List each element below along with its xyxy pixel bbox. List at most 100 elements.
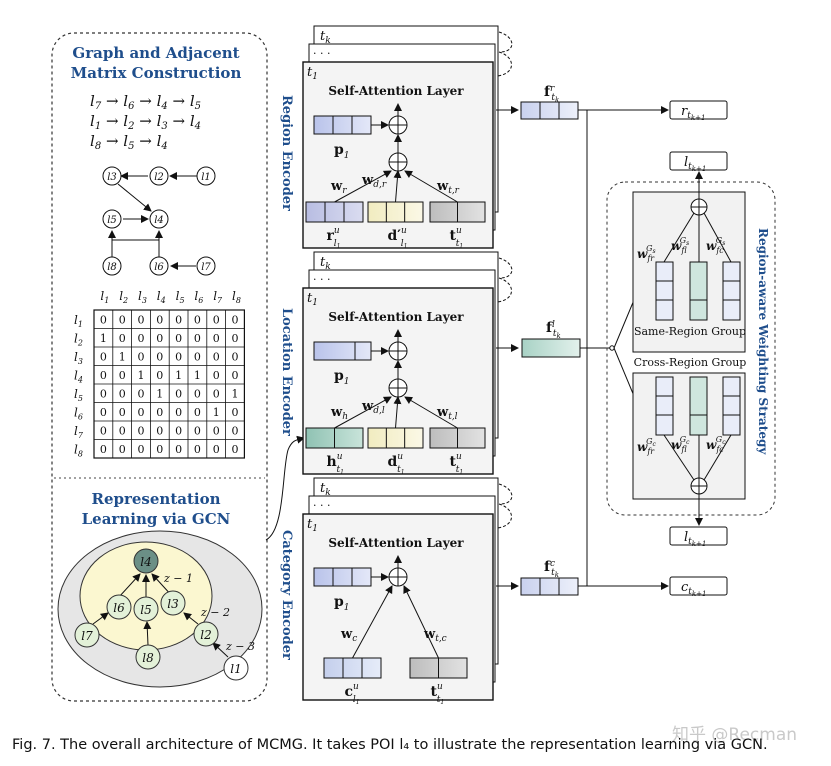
- sequence-3: l8 → l5 → l4: [90, 132, 168, 152]
- matrix-col-l7: l7: [213, 289, 223, 305]
- location-self-attention-title: Self-Attention Layer: [328, 310, 464, 324]
- region-self-attention-title: Self-Attention Layer: [328, 84, 464, 98]
- layer-label-z3: z − 3: [225, 640, 255, 653]
- node-l1: l1: [201, 172, 211, 183]
- matrix-cell: 0: [156, 425, 163, 438]
- matrix-col-l2: l2: [119, 289, 128, 305]
- matrix-cell: 0: [175, 388, 182, 401]
- stack-label-t1: t1: [307, 291, 318, 308]
- weighting-strategy-label: Region-aware Weighting Strategy: [756, 228, 770, 455]
- matrix-cell: 0: [232, 314, 239, 327]
- stack-label-t1: t1: [307, 65, 318, 82]
- gcn-node-l7: l7: [81, 629, 93, 643]
- matrix-cell: 0: [100, 406, 107, 419]
- node-l6: l6: [154, 262, 164, 273]
- node-l4: l4: [154, 215, 164, 226]
- matrix-cell: 0: [119, 443, 126, 456]
- matrix-row-l6: l6: [74, 406, 83, 422]
- matrix-cell: 0: [156, 406, 163, 419]
- matrix-cell: 0: [100, 351, 107, 364]
- matrix-cell: 0: [213, 425, 220, 438]
- matrix-cell: 0: [175, 425, 182, 438]
- matrix-cell: 0: [138, 388, 145, 401]
- matrix-cell: 0: [232, 425, 239, 438]
- matrix-cell: 0: [156, 351, 163, 364]
- matrix-cell: 0: [194, 351, 201, 364]
- w-fl-gs: wflGs: [671, 236, 689, 255]
- category-self-attention-title: Self-Attention Layer: [328, 536, 464, 550]
- matrix-cell: 0: [138, 314, 145, 327]
- matrix-cell: 0: [175, 351, 182, 364]
- matrix-cell: 1: [213, 406, 220, 419]
- gcn-node-l2: l2: [200, 628, 211, 642]
- matrix-cell: 0: [194, 332, 201, 345]
- matrix-cell: 1: [232, 388, 239, 401]
- matrix-cell: 0: [100, 425, 107, 438]
- poi-graph: l3 l2 l1 l5 l4 l8 l6 l7: [102, 166, 216, 276]
- matrix-cell: 0: [194, 406, 201, 419]
- matrix-cell: 0: [175, 314, 182, 327]
- matrix-cell: 0: [194, 314, 201, 327]
- node-l5: l5: [107, 215, 117, 226]
- matrix-cell: 0: [232, 443, 239, 456]
- matrix-cell: 0: [232, 332, 239, 345]
- stack-ellipsis: · · ·: [313, 273, 330, 286]
- matrix-cell: 0: [156, 332, 163, 345]
- matrix-col-l8: l8: [232, 289, 241, 305]
- matrix-cell: 0: [194, 425, 201, 438]
- sequence-1: l7 → l6 → l4 → l5: [90, 92, 201, 112]
- matrix-row-l4: l4: [74, 369, 83, 385]
- matrix-cell: 0: [213, 332, 220, 345]
- gcn-node-l3: l3: [167, 597, 179, 611]
- matrix-cell: 1: [138, 369, 145, 382]
- gcn-node-l4: l4: [140, 555, 151, 569]
- w-fc-gc: wfcGc: [706, 435, 726, 454]
- graph-panel-title-1: Graph and Adjacent: [72, 44, 239, 62]
- matrix-cell: 1: [156, 388, 163, 401]
- gcn-node-l6: l6: [113, 601, 125, 615]
- left-panel: Graph and Adjacent Matrix Construction l…: [51, 32, 305, 702]
- w-fr-gs: wfrGs: [637, 244, 656, 263]
- matrix-cell: 1: [100, 332, 107, 345]
- matrix-cell: 0: [119, 406, 126, 419]
- matrix-row-l5: l5: [74, 387, 83, 403]
- sequence-2: l1 → l2 → l3 → l4: [90, 112, 201, 132]
- stack-ellipsis: · · ·: [313, 499, 330, 512]
- matrix-cell: 0: [194, 443, 201, 456]
- matrix-cell: 0: [232, 406, 239, 419]
- stack-label-t1: t1: [307, 517, 318, 534]
- matrix-cell: 0: [232, 351, 239, 364]
- matrix-cell: 0: [156, 443, 163, 456]
- matrix-cell: 0: [175, 406, 182, 419]
- matrix-cell: 0: [213, 443, 220, 456]
- matrix-cell: 0: [138, 332, 145, 345]
- matrix-cell: 0: [175, 443, 182, 456]
- matrix-cell: 0: [175, 332, 182, 345]
- matrix-cell: 0: [100, 314, 107, 327]
- matrix-cell: 0: [138, 443, 145, 456]
- location-encoder-label: Location Encoder: [279, 308, 294, 436]
- matrix-cell: 0: [119, 332, 126, 345]
- matrix-cell: 0: [213, 314, 220, 327]
- node-l7: l7: [201, 262, 211, 273]
- gcn-panel-title-1: Representation: [91, 490, 220, 508]
- position-embedding-p1: p1: [334, 368, 350, 387]
- gcn-node-l5: l5: [140, 603, 151, 617]
- layer-label-z2: z − 2: [200, 606, 230, 619]
- figure-caption: Fig. 7. The overall architecture of MCMG…: [12, 737, 768, 753]
- stack-label-tk: tk: [320, 29, 331, 46]
- layer-label-z1: z − 1: [163, 572, 193, 585]
- gcn-panel-title-2: Learning via GCN: [82, 510, 231, 528]
- matrix-cell: 0: [119, 388, 126, 401]
- node-l8: l8: [107, 262, 117, 273]
- stack-label-tk: tk: [320, 255, 331, 272]
- position-embedding-p1: p1: [334, 594, 350, 613]
- node-l2: l2: [154, 172, 164, 183]
- region-encoder-label: Region Encoder: [279, 95, 294, 211]
- category-encoder-label: Category Encoder: [279, 530, 294, 660]
